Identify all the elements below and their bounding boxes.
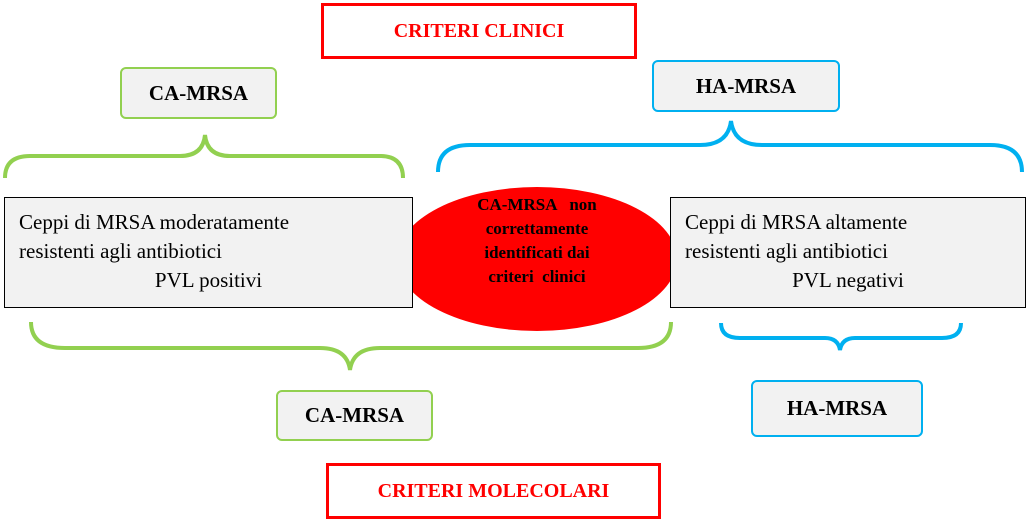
overlap-ellipse: [397, 187, 677, 331]
top-ha-mrsa-label: HA-MRSA: [652, 60, 840, 112]
green-brace-top: [3, 134, 405, 179]
overlap-text: CA-MRSA non correttamente identificati d…: [437, 193, 637, 289]
right-description-box: Ceppi di MRSA altamente resistenti agli …: [670, 197, 1026, 308]
top-ca-mrsa-label: CA-MRSA: [120, 67, 277, 119]
blue-brace-top: [436, 120, 1024, 173]
left-line-1: Ceppi di MRSA moderatamente: [19, 210, 290, 234]
right-line-3: PVL negativi: [792, 268, 904, 292]
right-line-1: Ceppi di MRSA altamente: [685, 210, 908, 234]
overlap-line-4: criteri clinici: [488, 267, 586, 286]
left-description-box: Ceppi di MRSA moderatamente resistenti a…: [4, 197, 413, 308]
overlap-line-1: CA-MRSA non: [477, 195, 597, 214]
bottom-ha-mrsa-label: HA-MRSA: [751, 380, 923, 437]
blue-brace-bottom: [719, 322, 963, 351]
molecular-criteria-box: CRITERI MOLECOLARI: [326, 463, 661, 519]
green-brace-bottom: [29, 321, 673, 371]
overlap-line-2: correttamente: [485, 219, 589, 238]
overlap-line-3: identificati dai: [484, 243, 590, 262]
left-line-3: PVL positivi: [154, 268, 263, 292]
right-line-2: resistenti agli antibiotici: [685, 239, 888, 263]
left-line-2: resistenti agli antibiotici: [19, 239, 222, 263]
clinical-criteria-box: CRITERI CLINICI: [321, 3, 637, 59]
bottom-ca-mrsa-label: CA-MRSA: [276, 390, 433, 441]
